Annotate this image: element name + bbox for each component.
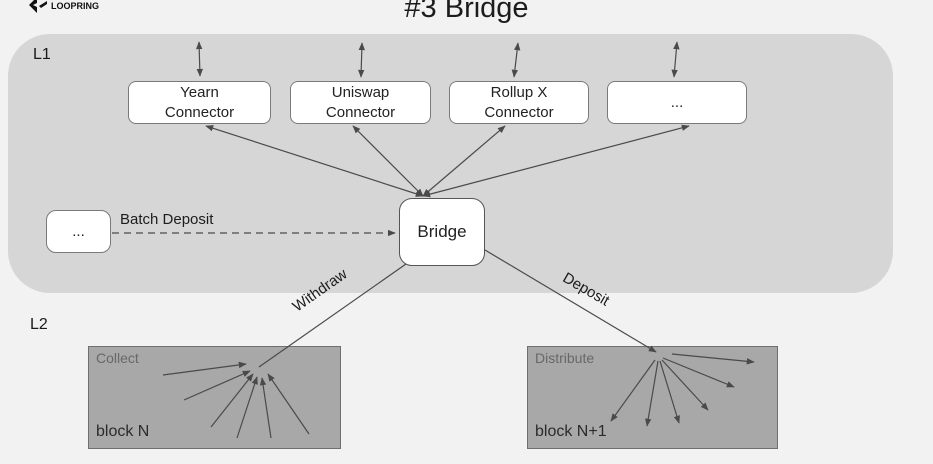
collect-block-label: block N	[96, 423, 150, 440]
distribute-title: Distribute	[535, 350, 595, 366]
collect-block: Collect block N	[88, 346, 341, 449]
rollupx-connector-line1: Rollup X	[490, 83, 548, 101]
loopring-logo-icon	[29, 0, 47, 13]
ellipsis-source-label: ...	[72, 222, 85, 240]
uniswap-connector-line1: Uniswap	[331, 83, 390, 101]
loopring-logo-text: LOOPRING	[51, 1, 100, 11]
uniswap-connector-line2: Connector	[325, 103, 396, 121]
yearn-connector-node: Yearn Connector	[128, 81, 271, 124]
l2-label: L2	[30, 316, 48, 333]
bridge-node: Bridge	[399, 198, 485, 266]
uniswap-connector-node: Uniswap Connector	[290, 81, 431, 124]
page-title: #3 Bridge	[404, 0, 529, 24]
batch-deposit-label: Batch Deposit	[120, 211, 214, 228]
ellipsis-source-node: ...	[46, 210, 111, 253]
distribute-block-label: block N+1	[535, 423, 607, 440]
bridge-label: Bridge	[417, 222, 467, 241]
loopring-logo: LOOPRING	[28, 0, 99, 15]
yearn-connector-line2: Connector	[164, 103, 235, 121]
rollupx-connector-line2: Connector	[484, 103, 554, 121]
ellipsis-connector-node: ...	[607, 81, 747, 124]
yearn-connector-line1: Yearn	[180, 83, 219, 101]
l1-label: L1	[33, 46, 51, 63]
rollupx-connector-node: Rollup X Connector	[449, 81, 589, 124]
ellipsis-connector-line1: ...	[670, 93, 684, 111]
distribute-block: Distribute block N+1	[527, 346, 778, 449]
collect-title: Collect	[96, 350, 139, 366]
